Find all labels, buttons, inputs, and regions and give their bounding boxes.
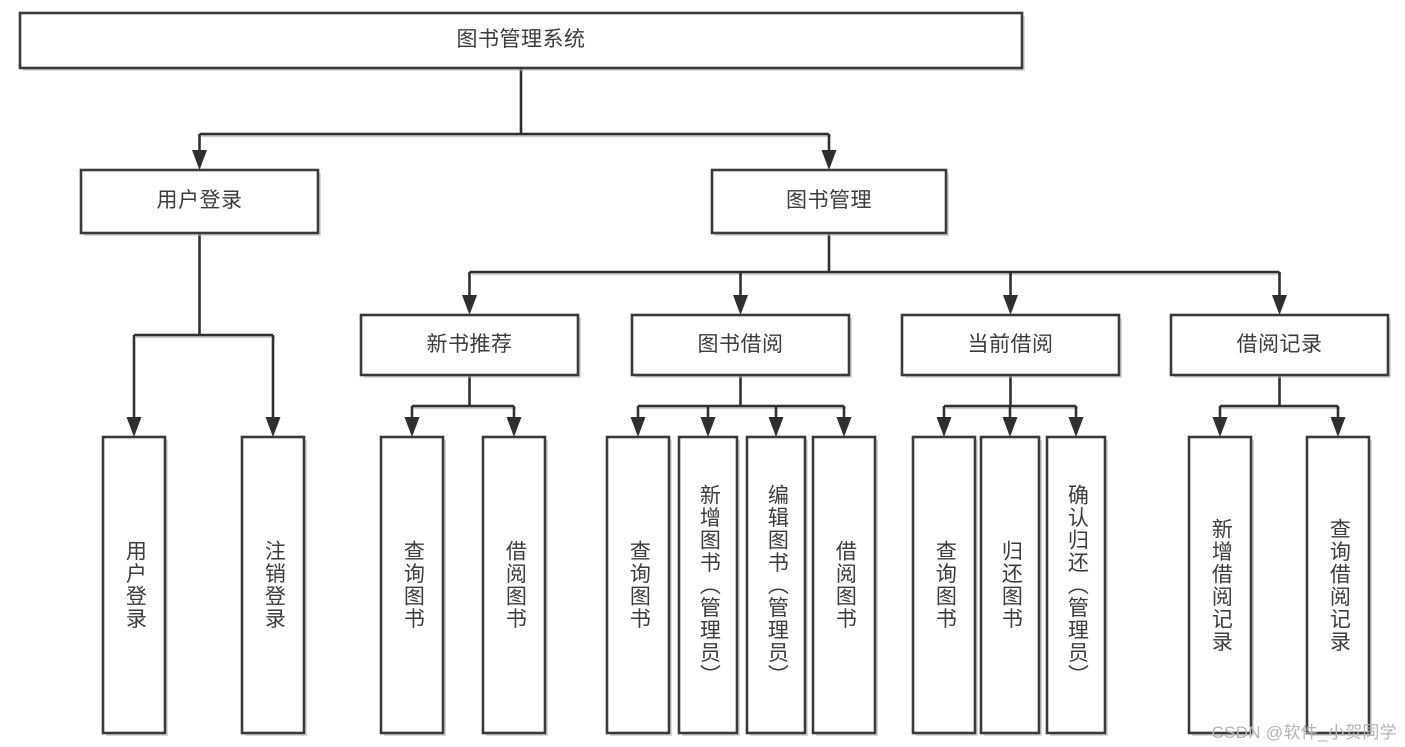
node-box-leaf-confirm-return[interactable]	[1045, 435, 1107, 735]
arrow-head-leaf-edit-book	[768, 417, 784, 437]
node-box-leaf-borrow-book-2[interactable]	[811, 435, 877, 735]
node-box-leaf-query-book-3[interactable]	[911, 435, 977, 735]
node-box-book-borrow[interactable]	[630, 313, 851, 377]
node-box-leaf-query-book-1[interactable]	[379, 435, 445, 735]
arrow-head-leaf-query-record	[1330, 417, 1346, 437]
node-box-current-borrow[interactable]	[900, 313, 1121, 377]
arrow-head-current-borrow	[1003, 295, 1018, 315]
arrow-head-leaf-user-login	[126, 417, 142, 437]
arrow-head-leaf-borrow-book-2	[836, 417, 852, 437]
arrow-head-leaf-query-book-2	[630, 417, 646, 437]
node-box-borrow-record[interactable]	[1169, 313, 1390, 377]
arrow-head-user-login	[192, 150, 207, 170]
arrow-head-leaf-query-book-1	[404, 417, 420, 437]
node-box-new-book-recommend[interactable]	[359, 313, 580, 377]
arrow-head-leaf-confirm-return	[1068, 417, 1084, 437]
arrow-head-book-manage	[821, 150, 837, 170]
node-box-leaf-borrow-book-1[interactable]	[481, 435, 547, 735]
node-box-leaf-logout[interactable]	[240, 435, 306, 735]
arrow-head-leaf-logout	[265, 417, 281, 437]
node-box-root[interactable]	[18, 11, 1024, 70]
watermark-text: CSDN @软件_小贺同学	[1211, 723, 1397, 742]
arrow-head-borrow-record	[1272, 295, 1287, 315]
arrow-head-leaf-add-book	[700, 417, 716, 437]
node-box-leaf-return-book[interactable]	[979, 435, 1041, 735]
node-box-user-login[interactable]	[79, 168, 320, 235]
arrow-head-leaf-add-record	[1212, 417, 1228, 437]
node-box-book-manage[interactable]	[710, 168, 948, 235]
arrow-head-leaf-return-book	[1002, 417, 1018, 437]
arrow-head-new-book-recommend	[462, 295, 477, 315]
arrow-head-leaf-query-book-3	[936, 417, 952, 437]
boxes-layer	[18, 11, 1391, 736]
node-box-leaf-add-book[interactable]	[677, 435, 739, 735]
arrow-head-book-borrow	[733, 295, 748, 315]
node-box-leaf-edit-book[interactable]	[745, 435, 807, 735]
arrow-head-leaf-borrow-book-1	[506, 417, 522, 437]
node-box-leaf-add-record[interactable]	[1187, 435, 1253, 735]
node-box-leaf-user-login[interactable]	[101, 435, 167, 735]
edges-layer	[126, 68, 1346, 437]
node-box-leaf-query-book-2[interactable]	[605, 435, 671, 735]
node-box-leaf-query-record[interactable]	[1305, 435, 1371, 735]
